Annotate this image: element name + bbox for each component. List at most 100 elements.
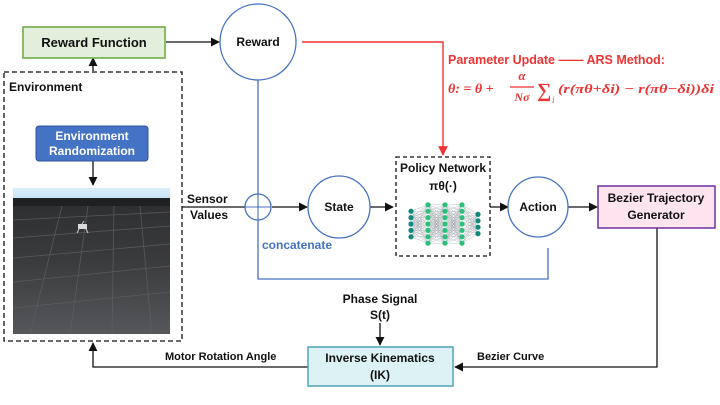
nn-neuron — [442, 227, 448, 233]
param-update-arrow — [302, 41, 448, 156]
nn-edge — [427, 211, 446, 244]
nn-neuron — [475, 224, 481, 230]
nn-neuron — [442, 240, 448, 246]
nn-edge — [427, 223, 446, 244]
nn-edge — [427, 204, 446, 225]
action-label: Action — [519, 200, 556, 214]
nn-edge — [444, 223, 463, 244]
nn-neuron — [475, 231, 481, 237]
action-feedback-line — [257, 220, 549, 280]
nn-edge — [461, 214, 479, 225]
nn-neuron — [442, 221, 448, 227]
nn-edge — [444, 211, 463, 244]
nn-neuron — [425, 202, 431, 208]
state-label: State — [324, 200, 354, 214]
nn-edge — [427, 204, 446, 218]
nn-neuron — [459, 215, 465, 221]
nn-edge — [444, 204, 463, 212]
nn-neuron — [425, 215, 431, 221]
nn-edge — [444, 217, 463, 244]
nn-edge — [427, 230, 446, 244]
motor-rotation-angle-label: Motor Rotation Angle — [165, 351, 276, 363]
nn-neuron — [425, 227, 431, 233]
nn-edge — [427, 236, 446, 244]
bezier-curve-arrow — [454, 228, 658, 372]
nn-neuron — [459, 202, 465, 208]
nn-edge — [461, 220, 479, 244]
nn-neuron — [408, 221, 414, 227]
env-randomization-box — [35, 125, 149, 162]
nn-edge — [427, 204, 446, 212]
nn-neuron — [408, 234, 414, 240]
environment-label: Environment — [9, 80, 82, 94]
sensor-values-line2: Values — [190, 208, 228, 222]
formula-frac-den: Nσ — [513, 90, 530, 104]
nn-edge — [410, 230, 429, 237]
nn-edge — [461, 233, 479, 244]
neural-network-graphic — [408, 202, 481, 246]
env-randomization-line1: Environment — [55, 129, 128, 143]
nn-edge — [410, 204, 429, 218]
nn-edge — [444, 204, 463, 225]
nn-edge — [410, 204, 429, 231]
bezier-generator-line1: Bezier Trajectory — [608, 191, 705, 205]
nn-neuron — [459, 240, 465, 246]
nn-edge — [461, 214, 479, 231]
bezier-curve-label: Bezier Curve — [477, 351, 544, 363]
nn-edge — [427, 204, 446, 244]
nn-edge — [427, 204, 446, 231]
reward-node — [219, 3, 297, 81]
policy-network-box — [395, 156, 491, 257]
nn-edge — [444, 230, 463, 244]
sensor-values-line1: Sensor — [187, 192, 228, 206]
nn-neuron — [459, 208, 465, 214]
inverse-kinematics-box — [307, 346, 454, 387]
inverse-kinematics-line1: Inverse Kinematics — [325, 351, 435, 365]
nn-neuron — [408, 227, 414, 233]
nn-edge — [410, 236, 429, 244]
nn-edge — [461, 227, 479, 244]
nn-neuron — [442, 234, 448, 240]
nn-neuron — [425, 208, 431, 214]
reward-function-box — [22, 26, 166, 59]
nn-neuron — [475, 218, 481, 224]
robot-sprite — [76, 220, 89, 234]
nn-edge — [444, 204, 463, 218]
nn-edge — [461, 214, 479, 237]
ars-formula: θ: = θ + α Nσ ∑ i (r(πθ+δi) − r(πθ−δi))δ… — [448, 68, 714, 105]
nn-edge — [410, 211, 429, 237]
bezier-generator-line2: Generator — [627, 208, 685, 222]
concatenate-label: concatenate — [262, 238, 332, 252]
nn-neuron — [475, 211, 481, 217]
nn-neuron — [425, 221, 431, 227]
nn-edge — [427, 204, 446, 237]
nn-neuron — [442, 215, 448, 221]
action-node — [507, 176, 569, 238]
environment-box — [3, 71, 183, 342]
nn-neuron — [425, 240, 431, 246]
reward-label: Reward — [236, 35, 279, 49]
nn-edge — [444, 236, 463, 244]
env-randomization-line2: Randomization — [49, 144, 135, 158]
formula-sum: ∑ — [537, 80, 551, 102]
nn-edge — [410, 204, 429, 237]
nn-neuron — [459, 234, 465, 240]
formula-sum-index: i — [552, 95, 555, 105]
simulation-image — [12, 188, 171, 335]
bezier-generator-box — [597, 185, 716, 229]
phase-signal-line1: Phase Signal — [343, 292, 418, 306]
state-node — [307, 175, 371, 239]
nn-edge — [410, 204, 429, 225]
formula-rhs: (r(πθ+δi) − r(πθ−δi))δi — [558, 81, 714, 96]
nn-edge — [461, 204, 479, 215]
nn-neuron — [408, 208, 414, 214]
nn-neuron — [442, 202, 448, 208]
inverse-kinematics-line2: (IK) — [370, 368, 390, 382]
motor-angle-arrow — [88, 342, 308, 368]
nn-edge — [461, 211, 479, 215]
nn-neuron — [459, 227, 465, 233]
nn-edge — [461, 214, 479, 244]
policy-symbol: πθ(·) — [429, 179, 457, 193]
